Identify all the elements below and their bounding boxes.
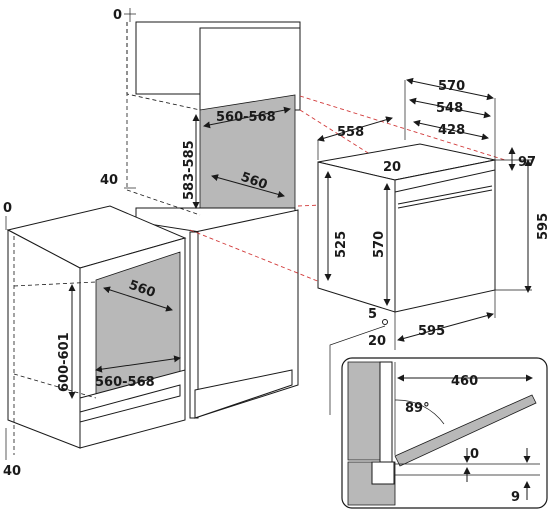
- door-gap-bottom-label: 9: [511, 490, 520, 505]
- oven-body-height-label: 570: [372, 231, 387, 258]
- oven: [317, 143, 496, 313]
- oven-bottom-offset-label: 5: [368, 307, 377, 322]
- door-angle-label: 89°: [405, 401, 430, 416]
- oven-front-thickness-label: 20: [368, 334, 386, 349]
- oven-overall-height-label: 595: [536, 213, 550, 240]
- oven-side-height-label: 525: [334, 231, 349, 258]
- base-top-gap-label: 0: [3, 201, 12, 216]
- tall-plinth-gap-label: 40: [100, 173, 118, 188]
- tall-cabinet: [126, 21, 301, 419]
- oven-control-panel: [394, 159, 496, 193]
- oven-door-handle: [397, 185, 493, 205]
- base-niche-height-label: 600-601: [57, 332, 72, 392]
- open-door: [394, 394, 537, 467]
- tall-niche-height-label: 583-585: [182, 140, 197, 200]
- oven-panel-height-label: 97: [518, 155, 536, 170]
- door-width-label: 460: [451, 374, 478, 389]
- tall-top-gap-label: 0: [113, 8, 122, 23]
- door-detail: [341, 357, 548, 509]
- base-niche-width-label: 560-568: [95, 375, 155, 390]
- oven-body-width-label: 548: [436, 101, 463, 116]
- oven-front-width-label: 595: [418, 324, 445, 339]
- base-plinth-gap-label: 40: [3, 464, 21, 479]
- oven-top-offset-label: 20: [383, 160, 401, 175]
- door-gap-top-label: 0: [470, 447, 479, 462]
- base-cabinet: [6, 205, 187, 455]
